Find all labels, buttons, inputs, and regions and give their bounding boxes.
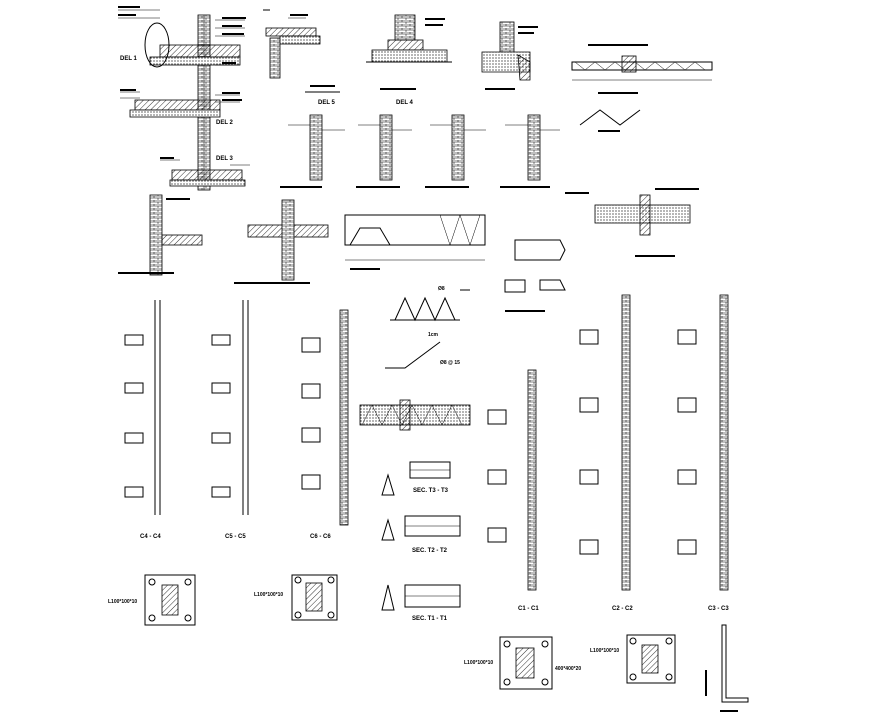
label-c2: C2 - C2 [612,606,633,612]
label-angle-4: L100*100*10 [590,648,619,654]
detail-footing-2 [481,21,538,90]
label-plate-size: 400*400*20 [555,666,581,672]
detail-anchor-plate [565,188,699,257]
detail-truss-bar: Ø8 1cm Ø8 @ 15 [385,286,470,369]
column-elevation-c1: C1 - C1 [487,369,539,612]
wall-sections-row: DEL 5 DEL 4 [280,100,560,188]
label-phi8-15: Ø8 @ 15 [440,360,460,366]
base-plate-4: L100*100*10 [590,634,676,684]
column-elevation-c2: C2 - C2 [579,294,633,612]
label-c1: C1 - C1 [518,606,539,612]
label-t2: SEC. T2 - T2 [412,548,448,554]
detail-truss-slab [571,44,713,132]
detail-beam-profile [344,214,486,270]
label-del3: DEL 3 [216,156,234,162]
label-angle-3: L100*100*10 [464,660,493,666]
label-c3: C3 - C3 [708,606,729,612]
label-phi8: Ø8 [438,286,445,292]
detail-footing-1 [366,14,452,90]
label-t3: SEC. T3 - T3 [413,488,449,494]
section-t1: SEC. T1 - T1 [381,584,461,622]
label-t1: SEC. T1 - T1 [412,616,448,622]
callout-circle-del1 [144,22,170,68]
label-del1: DEL 1 [120,56,138,62]
label-del5: DEL 5 [318,100,336,106]
detail-plate-shapes [504,239,566,312]
label-angle-1: L100*100*10 [108,599,137,605]
detail-bent-bar [579,109,641,126]
label-c5: C5 - C5 [225,534,246,540]
label-del4: DEL 4 [396,100,414,106]
label-angle-2: L100*100*10 [254,592,283,598]
section-t3: SEC. T3 - T3 [381,461,451,496]
base-plate-2: L100*100*10 [254,574,338,621]
column-elevation-c6: C6 - C6 [301,309,349,540]
column-elevation-c4: C4 - C4 [124,300,161,540]
base-plate-3: L100*100*10 400*400*20 [464,636,581,690]
label-c4: C4 - C4 [140,534,161,540]
detail-corner-slab [263,9,340,93]
detail-hook-bar [385,341,441,369]
label-del2: DEL 2 [216,120,234,126]
base-plate-1: L100*100*10 [108,574,196,626]
detail-composite-slab [359,399,471,431]
label-c6: C6 - C6 [310,534,331,540]
column-elevation-c5: C5 - C5 [211,300,249,540]
section-t2: SEC. T2 - T2 [381,515,461,554]
column-elevation-c3: C3 - C3 [677,294,729,612]
detail-slab-junctions [118,194,329,284]
angle-profile [705,624,749,712]
label-1cm: 1cm [428,332,439,338]
detail-column-wall-tall: DEL 1 DEL 2 DEL 3 [118,6,250,191]
